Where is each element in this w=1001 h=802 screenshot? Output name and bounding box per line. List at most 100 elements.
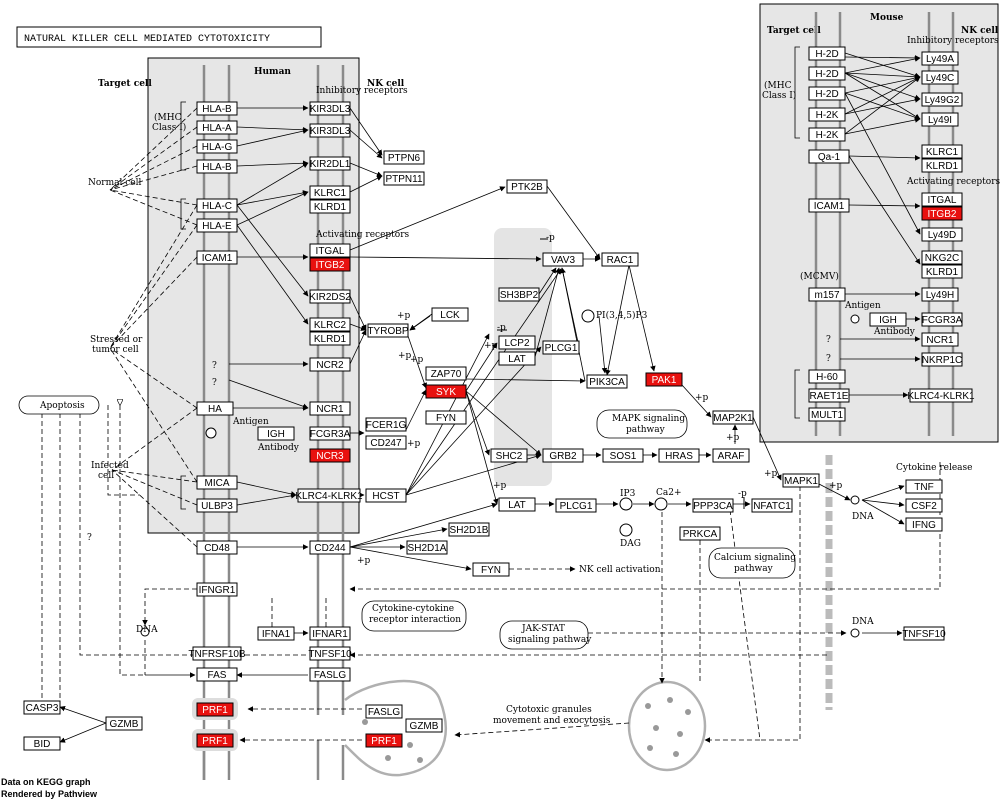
gene-node-m-ncr1[interactable]: NCR1 — [921, 332, 959, 347]
gene-node-lat-2[interactable]: LAT — [498, 497, 536, 512]
gene-node-prf1-3[interactable]: PRF1 — [365, 733, 403, 748]
gene-node-prkca[interactable]: PRKCA — [679, 526, 721, 541]
gene-node-ha[interactable]: HA — [196, 401, 234, 416]
gene-node-m-h2kd[interactable]: H-2K — [808, 127, 846, 142]
gene-node-pak1[interactable]: PAK1 — [645, 372, 683, 387]
gene-node-m-klrc4[interactable]: KLRC4-KLRK1 — [907, 388, 975, 403]
gene-node-ulbp3[interactable]: ULBP3 — [196, 498, 238, 513]
gene-node-sh3bp2[interactable]: SH3BP2 — [498, 287, 540, 302]
gene-node-fcer1g[interactable]: FCER1G — [365, 417, 407, 432]
gene-node-rac1[interactable]: RAC1 — [601, 252, 639, 267]
gene-node-cd244[interactable]: CD244 — [309, 540, 351, 555]
gene-node-hcst[interactable]: HCST — [365, 488, 407, 503]
gene-node-ncr2[interactable]: NCR2 — [309, 357, 351, 372]
gene-node-m-nkg2c[interactable]: NKG2C — [921, 250, 963, 265]
gene-node-tyrobp[interactable]: TYROBP — [367, 323, 409, 338]
gene-node-ifng[interactable]: IFNG — [905, 517, 943, 532]
gene-node-prf1-1[interactable]: PRF1 — [196, 702, 234, 717]
gene-node-tnf[interactable]: TNF — [905, 479, 943, 494]
gene-node-m-raet1e[interactable]: RAET1E — [808, 388, 850, 403]
gene-node-m-ly49c[interactable]: Ly49C — [921, 70, 959, 85]
gene-node-ptpn6[interactable]: PTPN6 — [383, 150, 425, 165]
gene-node-tnfsf10[interactable]: TNFSF10 — [308, 646, 352, 661]
gene-node-m-itgal[interactable]: ITGAL — [921, 192, 963, 207]
gene-node-igh-1[interactable]: IGH — [257, 426, 295, 441]
gene-node-itgb2[interactable]: ITGB2 — [309, 257, 351, 272]
gene-node-tnfsf10b[interactable]: TNFSF10 — [902, 626, 946, 641]
gene-node-m-igh[interactable]: IGH — [869, 312, 907, 327]
gene-node-lck[interactable]: LCK — [431, 307, 469, 322]
gene-node-ptk2b[interactable]: PTK2B — [506, 179, 548, 194]
gene-node-icam1[interactable]: ICAM1 — [196, 250, 238, 265]
gene-node-ifngr1[interactable]: IFNGR1 — [196, 582, 238, 597]
gene-node-m-h2db1[interactable]: H-2D — [808, 46, 846, 61]
gene-node-hla-a[interactable]: HLA-A — [196, 120, 238, 135]
gene-node-plcg1-1[interactable]: PLCG1 — [542, 340, 580, 355]
gene-node-bid[interactable]: BID — [23, 736, 61, 751]
gene-node-prf1-2[interactable]: PRF1 — [196, 733, 234, 748]
gene-node-hla-c[interactable]: HLA-C — [196, 198, 238, 213]
gene-node-m-ly49h[interactable]: Ly49H — [921, 287, 959, 302]
gene-node-m-fcgr3a[interactable]: FCGR3A — [921, 312, 963, 327]
gene-node-klrc2[interactable]: KLRC2 — [309, 317, 351, 332]
gene-node-m-mult1[interactable]: MULT1 — [808, 407, 846, 422]
gene-node-fas[interactable]: FAS — [196, 667, 238, 682]
gene-node-faslg-2[interactable]: FASLG — [365, 704, 403, 719]
gene-node-m-klrd1b[interactable]: KLRD1 — [921, 264, 963, 279]
gene-node-shc2[interactable]: SHC2 — [490, 448, 528, 463]
gene-node-m-h2dd[interactable]: H-2D — [808, 66, 846, 81]
gene-node-m-h2dk[interactable]: H-2D — [808, 86, 846, 101]
gene-node-vav3[interactable]: VAV3 — [542, 252, 584, 267]
gene-node-m-m157[interactable]: m157 — [808, 287, 846, 302]
gene-node-itgal[interactable]: ITGAL — [309, 243, 351, 258]
gene-node-ncr3[interactable]: NCR3 — [309, 448, 351, 463]
gene-node-fyn-2[interactable]: FYN — [472, 562, 510, 577]
gene-node-kir2ds2[interactable]: KIR2DS2 — [309, 289, 351, 304]
gene-node-gzmb-2[interactable]: GZMB — [405, 718, 443, 733]
gene-node-m-ly49i[interactable]: Ly49I — [921, 112, 959, 127]
gene-node-hla-g[interactable]: HLA-G — [196, 139, 238, 154]
gene-node-sh2d1b[interactable]: SH2D1B — [448, 522, 490, 537]
gene-node-sos1[interactable]: SOS1 — [602, 448, 644, 463]
gene-node-lat-1[interactable]: LAT — [498, 351, 536, 366]
gene-node-hras[interactable]: HRAS — [658, 448, 700, 463]
gene-node-kir3dl3[interactable]: KIR3DL3 — [309, 101, 351, 116]
gene-node-klrc4[interactable]: KLRC4-KLRK1 — [295, 488, 363, 503]
gene-node-gzmb-1[interactable]: GZMB — [105, 716, 143, 731]
gene-node-fcgr3a[interactable]: FCGR3A — [309, 426, 351, 441]
gene-node-klrc1[interactable]: KLRC1 — [309, 185, 351, 200]
gene-node-zap70[interactable]: ZAP70 — [425, 366, 467, 381]
gene-node-hla-b-1[interactable]: HLA-B — [196, 101, 238, 116]
gene-node-syk[interactable]: SYK — [425, 384, 467, 399]
gene-node-m-ly49d[interactable]: Ly49D — [921, 227, 963, 242]
gene-node-m-h60[interactable]: H-60 — [808, 369, 846, 384]
gene-node-m-qa1[interactable]: Qa-1 — [808, 149, 850, 164]
gene-node-hla-b-2[interactable]: HLA-B — [196, 159, 238, 174]
gene-node-m-ly49a[interactable]: Ly49A — [921, 51, 959, 66]
gene-node-kir2dl1[interactable]: KIR2DL1 — [309, 156, 351, 171]
gene-node-m-nkrp1c[interactable]: NKRP1C — [921, 352, 963, 367]
gene-node-lcp2[interactable]: LCP2 — [498, 335, 536, 350]
gene-node-mica[interactable]: MICA — [196, 475, 238, 490]
gene-node-fyn-1[interactable]: FYN — [425, 410, 467, 425]
gene-node-m-ly49g2[interactable]: Ly49G2 — [921, 92, 963, 107]
gene-node-ifnar1[interactable]: IFNAR1 — [309, 626, 351, 641]
gene-node-csf2[interactable]: CSF2 — [905, 498, 943, 513]
gene-node-ppp3ca[interactable]: PPP3CA — [692, 498, 734, 513]
gene-node-ncr1[interactable]: NCR1 — [309, 401, 351, 416]
gene-node-klrd1[interactable]: KLRD1 — [309, 199, 351, 214]
gene-node-klrd1b[interactable]: KLRD1 — [309, 331, 351, 346]
gene-node-ifna1[interactable]: IFNA1 — [257, 626, 295, 641]
gene-node-hla-e[interactable]: HLA-E — [196, 218, 238, 233]
gene-node-faslg[interactable]: FASLG — [309, 667, 351, 682]
gene-node-tnfrsf10b[interactable]: TNFRSF10B — [188, 646, 246, 661]
gene-node-m-klrd1[interactable]: KLRD1 — [921, 158, 963, 173]
gene-node-grb2[interactable]: GRB2 — [542, 448, 584, 463]
gene-node-araf[interactable]: ARAF — [712, 448, 750, 463]
gene-node-plcg1-2[interactable]: PLCG1 — [555, 498, 597, 513]
gene-node-map2k1[interactable]: MAP2K1 — [712, 410, 754, 425]
gene-node-m-itgb2[interactable]: ITGB2 — [921, 206, 963, 221]
gene-node-m-klrc1[interactable]: KLRC1 — [921, 144, 963, 159]
gene-node-ptpn11[interactable]: PTPN11 — [383, 171, 425, 186]
gene-node-m-icam1[interactable]: ICAM1 — [808, 198, 850, 213]
